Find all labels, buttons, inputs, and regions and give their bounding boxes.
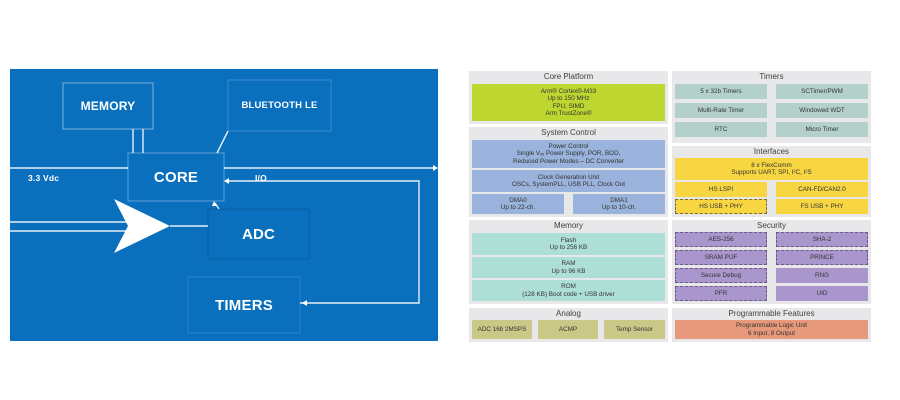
supply-voltage-label: 3.3 Vdc (28, 173, 60, 183)
analog-temp-sensor-cell: Temp Sensor (604, 320, 665, 339)
flexcomm-cell: 8 x FlexComm Supports UART, SPI, I²C, I²… (675, 158, 868, 180)
power-control-heading: Power Control (548, 142, 589, 150)
timer-cell: RTC (675, 122, 767, 137)
security-cell-optional: PFR (675, 286, 767, 301)
dma1-cell: DMA1 Up to 10-ch. (573, 194, 665, 214)
timer-feedback-line (226, 180, 420, 304)
io-arrow-icon (433, 165, 438, 171)
cpu-core-text: Arm® Cortex®-M33 (540, 87, 597, 95)
programmable-features-group: Programmable Features Programmable Logic… (672, 308, 871, 342)
bluetooth-link-line (216, 130, 229, 154)
programmable-features-title: Programmable Features (728, 309, 815, 318)
core-platform-group: Core Platform Arm® Cortex®-M33 Up to 150… (469, 71, 668, 124)
flash-heading: Flash (560, 236, 577, 244)
adc-block: ADC (241, 225, 276, 243)
interface-cell-optional: HS USB + PHY (675, 199, 767, 214)
bluetooth-le-block: BLUETOOTH LE (241, 100, 318, 111)
trustzone-text: Arm TrustZone® (545, 109, 592, 117)
clock-generation-cell: Clock Generation Unit OSCs, SystemPLL, U… (472, 170, 665, 192)
interface-cell: HS LSPI (675, 182, 767, 197)
analog-acmp-cell: ACMP (538, 320, 598, 339)
adc-block-outline (207, 208, 310, 260)
timers-block-outline (187, 276, 301, 334)
system-control-group: System Control Power Control Single Vₓₓ … (469, 127, 668, 217)
dma0-cell: DMA0 Up to 22-ch. (472, 194, 564, 214)
adc-core-arrow-icon (212, 201, 217, 206)
core-block: CORE (153, 168, 199, 186)
bluetooth-block-outline (227, 79, 332, 132)
security-group: Security AES-256 SHA-2 SRAM PUF PRINCE S… (672, 220, 871, 304)
interface-cell: CAN-FD/CAN2.0 (776, 182, 868, 197)
rom-detail: (128 KB) Boot code + USB driver (522, 290, 615, 298)
dma0-heading: DMA0 (509, 196, 527, 204)
memory-group: Memory Flash Up to 256 KB RAM Up to 96 K… (469, 220, 668, 304)
security-cell-optional: AES-256 (675, 232, 767, 247)
flash-cell: Flash Up to 256 KB (472, 233, 665, 255)
amplifier-triangle-icon (114, 199, 170, 253)
timers-block: TIMERS (215, 296, 273, 314)
rom-cell: ROM (128 KB) Boot code + USB driver (472, 280, 665, 301)
dma1-heading: DMA1 (610, 196, 628, 204)
rom-heading: ROM (561, 283, 576, 291)
timers-group: Timers 5 x 32b Timers SCTimer/PWM Multi-… (672, 71, 871, 143)
dma0-detail: Up to 22-ch. (500, 204, 536, 211)
timer-cell: Windowed WDT (776, 103, 868, 118)
flexcomm-detail: Supports UART, SPI, I²C, I²S (731, 169, 812, 176)
feedback-arrow-icon (224, 178, 229, 184)
dma1-detail: Up to 10-ch. (601, 204, 637, 211)
ram-size: Up to 96 KB (551, 267, 586, 275)
programmable-logic-cell: Programmable Logic Unit 6 Input, 8 Outpu… (675, 320, 868, 339)
interfaces-title: Interfaces (753, 147, 790, 156)
clock-detail: OSCs, SystemPLL, USB PLL, Clock Out (511, 181, 626, 188)
plu-heading: Programmable Logic Unit (735, 322, 808, 330)
analog-title: Analog (556, 309, 581, 318)
interface-cell: FS USB + PHY (776, 199, 868, 214)
io-label: I/O (255, 173, 267, 183)
timer-cell: Multi-Rate Timer (675, 103, 767, 118)
power-control-cell: Power Control Single Vₓₓ Power Supply, P… (472, 140, 665, 168)
power-control-line-1: Single Vₓₓ Power Supply, POR, BOD, (516, 150, 621, 158)
security-cell-optional: SRAM PUF (675, 250, 767, 265)
cpu-features-text: FPU, SIMD (552, 102, 585, 110)
ram-heading: RAM (561, 260, 576, 268)
flash-size: Up to 256 KB (549, 244, 588, 251)
cpu-frequency-text: Up to 150 MHz (547, 95, 590, 103)
flexcomm-heading: 8 x FlexComm (751, 161, 792, 169)
security-cell-optional: SHA-2 (776, 232, 868, 247)
security-cell: RNG (776, 268, 868, 283)
plu-detail: 6 Input, 8 Output (748, 329, 795, 337)
memory-title: Memory (554, 221, 583, 230)
power-control-line-2: Reduced Power Modes – DC Converter (513, 157, 624, 165)
system-block-diagram: MEMORY BLUETOOTH LE CORE ADC TIMERS 3.3 … (10, 69, 438, 341)
timers-arrow-icon (302, 300, 307, 306)
ram-cell: RAM Up to 96 KB (472, 257, 665, 278)
analog-group: Analog ADC 16b 2MSPS ACMP Temp Sensor (469, 308, 668, 342)
security-cell-optional: PRINCE (776, 250, 868, 265)
core-block-outline (127, 152, 225, 202)
timer-cell: Micro Timer (776, 122, 868, 137)
security-cell-optional: Secure Debug (675, 268, 767, 283)
timer-cell: 5 x 32b Timers (675, 84, 767, 99)
analog-adc-cell: ADC 16b 2MSPS (472, 320, 532, 339)
core-platform-title: Core Platform (543, 72, 594, 81)
memory-block-outline (62, 82, 154, 130)
security-cell: UID (776, 286, 868, 301)
timer-cell: SCTimer/PWM (776, 84, 868, 99)
security-title: Security (757, 221, 786, 230)
clock-heading: Clock Generation Unit (537, 173, 600, 181)
interfaces-group: Interfaces 8 x FlexComm Supports UART, S… (672, 146, 871, 217)
memory-block: MEMORY (80, 99, 136, 113)
system-control-title: System Control (541, 128, 596, 137)
timers-title: Timers (759, 72, 784, 81)
diagram-connections (10, 79, 438, 334)
core-platform-cell: Arm® Cortex®-M33 Up to 150 MHz FPU, SIMD… (472, 84, 665, 121)
